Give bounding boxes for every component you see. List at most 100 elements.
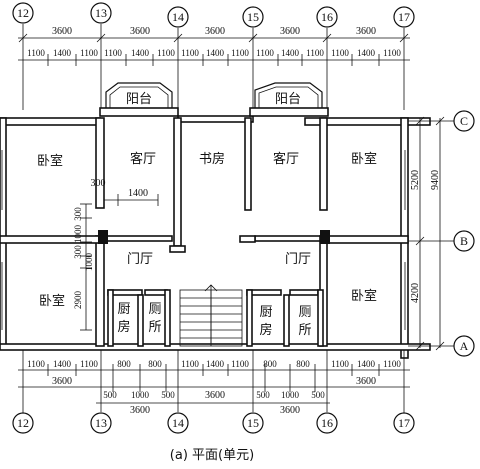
dim-label: 300 <box>73 207 83 221</box>
axis-bubble-14-top <box>167 6 189 28</box>
dim-label: 1100 <box>80 359 98 369</box>
axis-label: C <box>460 114 468 128</box>
axis-label: 12 <box>17 416 29 430</box>
stairs <box>179 284 243 347</box>
axis-bubble-15-bottom <box>242 412 264 434</box>
dim-label: 3600 <box>130 26 150 37</box>
dim-label: 1100 <box>27 48 45 58</box>
dim-label: 1100 <box>383 359 401 369</box>
dim-label: 3600 <box>130 405 150 416</box>
room-label: 卧室 <box>37 153 63 169</box>
room-label: 书房 <box>199 151 225 167</box>
axis-bubble-17-top <box>393 6 415 28</box>
room-labels: 卧室 客厅 书房 客厅 卧室 门厅 门厅 卧室 卧室 <box>37 151 377 309</box>
dim-label: 3600 <box>52 376 72 387</box>
dim-label: 1100 <box>181 359 199 369</box>
dim-label: 1100 <box>104 48 122 58</box>
room-label: 阳台 <box>126 92 152 107</box>
dim-label: 1100 <box>306 48 324 58</box>
axis-label: 17 <box>398 10 410 24</box>
figure-caption: (a) 平面(单元) <box>170 448 254 463</box>
dim-label: 1100 <box>256 48 274 58</box>
axis-bubble-15-top <box>242 6 264 28</box>
room-label-toilet-l1: 厕 <box>148 302 161 317</box>
room-label-toilet-r2: 所 <box>298 323 311 338</box>
room-label: 门厅 <box>127 252 153 267</box>
dim-label: 1100 <box>80 48 98 58</box>
dim-label: 9400 <box>430 170 441 190</box>
axis-label: B <box>460 234 468 248</box>
axis-bubble-c <box>453 110 475 132</box>
left-dimensions: 300 1000 300 1000 2900 <box>73 203 94 331</box>
dim-label: 500 <box>311 390 325 400</box>
bottom-dims-row1: 1100 1400 1100 800 800 1100 1400 1100 80… <box>27 359 401 369</box>
dim-label: 500 <box>161 390 175 400</box>
room-label: 客厅 <box>130 151 156 167</box>
axis-label: 14 <box>172 416 184 430</box>
top-major-dimensions: 3600 3600 3600 3600 3600 <box>52 26 376 37</box>
dim-label: 1400 <box>281 48 300 58</box>
dim-label: 1400 <box>357 48 376 58</box>
bottom-dims-row3: 3600 3600 <box>130 405 300 416</box>
axis-label: 15 <box>247 416 259 430</box>
axis-bubble-17-bottom <box>393 412 415 434</box>
room-label-kitchen-l2: 房 <box>117 319 130 335</box>
axis-label: A <box>460 339 469 353</box>
room-label: 卧室 <box>39 293 65 309</box>
dim-label: 4200 <box>410 283 421 303</box>
axis-bubble-13-bottom <box>90 412 112 434</box>
dim-label: 800 <box>263 359 277 369</box>
dim-label: 3600 <box>280 26 300 37</box>
room-label: 阳台 <box>275 92 301 107</box>
axis-label: 15 <box>247 10 259 24</box>
dim-label: 3600 <box>280 405 300 416</box>
dim-label: 1100 <box>181 48 199 58</box>
axis-bubbles-top: 12 13 14 15 16 17 <box>12 2 415 28</box>
dim-label: 1100 <box>27 359 45 369</box>
dim-label: 1000 <box>84 253 94 272</box>
axis-label: 13 <box>95 6 107 20</box>
dim-label: 3600 <box>356 376 376 387</box>
dim-label: 800 <box>117 359 131 369</box>
axis-bubble-13-top <box>90 2 112 24</box>
interior-walls <box>0 117 409 347</box>
axis-label: 16 <box>321 416 333 430</box>
dim-label: 1100 <box>331 359 349 369</box>
axis-bubble-12-top <box>12 2 34 24</box>
axis-bubbles-right: C B A <box>450 110 475 357</box>
kitchen-toilet-labels: 厨 房 厕 所 厨 房 厕 所 <box>117 302 311 338</box>
dim-label: 1400 <box>131 48 150 58</box>
room-label: 卧室 <box>351 288 377 304</box>
axis-label: 17 <box>398 416 410 430</box>
dim-label: 3600 <box>356 26 376 37</box>
dim-label: 1400 <box>53 359 72 369</box>
dim-label: 1400 <box>357 359 376 369</box>
dim-label: 1100 <box>383 48 401 58</box>
inner-dimensions: 300 1400 <box>91 178 159 206</box>
axis-bubble-14-bottom <box>167 412 189 434</box>
top-minor-dimensions: 1100 1400 1100 1100 1400 1100 1100 1400 … <box>27 48 401 58</box>
room-label-toilet-r1: 厕 <box>298 305 311 320</box>
axis-bubble-b <box>453 230 475 252</box>
right-dimensions: 5200 4200 9400 <box>408 116 450 351</box>
room-label-kitchen-r2: 房 <box>259 322 272 338</box>
dim-label: 500 <box>256 390 270 400</box>
axis-label: 16 <box>321 10 333 24</box>
axis-bubble-12-bottom <box>12 412 34 434</box>
dim-label: 1100 <box>157 48 175 58</box>
dim-label: 800 <box>148 359 162 369</box>
dim-label: 800 <box>296 359 310 369</box>
axis-bubble-16-bottom <box>316 412 338 434</box>
dim-label: 3600 <box>205 390 225 401</box>
bottom-dims-row2: 3600 500 1000 500 3600 500 1000 500 3600 <box>52 376 376 401</box>
exterior-walls <box>0 107 431 359</box>
dim-label: 1000 <box>281 390 300 400</box>
axis-bubble-16-top <box>316 6 338 28</box>
dim-label: 1100 <box>231 359 249 369</box>
dim-label: 1000 <box>73 225 83 244</box>
dim-label: 1100 <box>331 48 349 58</box>
room-label: 卧室 <box>351 151 377 167</box>
dim-label: 2900 <box>73 291 83 310</box>
dim-label: 1100 <box>231 48 249 58</box>
